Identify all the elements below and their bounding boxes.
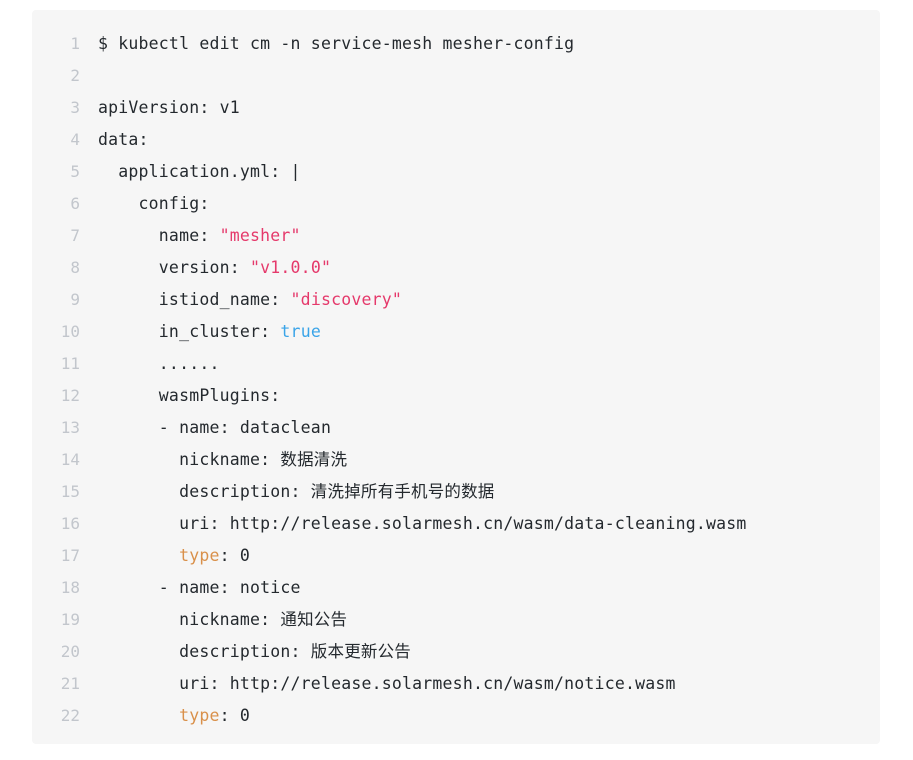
line-number: 6 [70, 194, 80, 213]
code-line-content[interactable]: wasmPlugins: [98, 380, 880, 412]
code-line-content[interactable]: config: [98, 188, 880, 220]
code-line-content[interactable]: apiVersion: v1 [98, 92, 880, 124]
code-line[interactable]: 3 apiVersion: v1 [32, 92, 880, 124]
code-line[interactable]: 2 [32, 60, 880, 92]
line-number: 13 [60, 418, 80, 437]
code-line-content[interactable]: istiod_name: "discovery" [98, 284, 880, 316]
code-token-plain [98, 546, 179, 565]
code-line-content[interactable]: description: 版本更新公告 [98, 636, 880, 668]
code-line[interactable]: 9 istiod_name: "discovery" [32, 284, 880, 316]
code-token-plain: apiVersion: v1 [98, 98, 240, 117]
code-token-plain: name: [98, 226, 220, 245]
line-number: 4 [70, 130, 80, 149]
line-number: 8 [70, 258, 80, 277]
code-line-content[interactable]: nickname: 数据清洗 [98, 444, 880, 476]
code-line-content[interactable]: - name: notice [98, 572, 880, 604]
code-token-plain: config: [98, 194, 210, 213]
code-token-plain: application.yml: | [98, 162, 301, 181]
line-number: 19 [60, 610, 80, 629]
line-number: 22 [60, 706, 80, 725]
code-token-plain: istiod_name: [98, 290, 291, 309]
code-line-content[interactable]: - name: dataclean [98, 412, 880, 444]
line-number: 16 [60, 514, 80, 533]
code-token-plain: : 0 [219, 546, 251, 565]
code-line[interactable]: 13 - name: dataclean [32, 412, 880, 444]
line-number: 1 [70, 34, 80, 53]
code-line[interactable]: 5 application.yml: | [32, 156, 880, 188]
code-line[interactable]: 11 ...... [32, 348, 880, 380]
code-token-plain: wasmPlugins: [98, 386, 281, 405]
code-token-plain: nickname: 通知公告 [98, 610, 348, 629]
line-number: 14 [60, 450, 80, 469]
code-line-content[interactable]: description: 清洗掉所有手机号的数据 [98, 476, 880, 508]
code-line[interactable]: 17 type: 0 [32, 540, 880, 572]
code-token-plain: $ kubectl edit cm -n service-mesh mesher… [98, 34, 575, 53]
line-number: 17 [60, 546, 80, 565]
line-number: 9 [70, 290, 80, 309]
code-line[interactable]: 12 wasmPlugins: [32, 380, 880, 412]
code-line-content[interactable]: uri: http://release.solarmesh.cn/wasm/da… [98, 508, 880, 540]
code-line[interactable]: 14 nickname: 数据清洗 [32, 444, 880, 476]
code-line[interactable]: 15 description: 清洗掉所有手机号的数据 [32, 476, 880, 508]
line-number: 2 [70, 66, 80, 85]
line-number: 15 [60, 482, 80, 501]
code-line-content[interactable]: application.yml: | [98, 156, 880, 188]
code-token-plain: description: 清洗掉所有手机号的数据 [98, 482, 495, 501]
code-token-key_highlight: type [179, 546, 220, 565]
code-line[interactable]: 4 data: [32, 124, 880, 156]
code-token-plain: : 0 [219, 706, 251, 725]
code-token-plain: ...... [98, 354, 220, 373]
code-line[interactable]: 22 type: 0 [32, 700, 880, 732]
code-line[interactable]: 19 nickname: 通知公告 [32, 604, 880, 636]
code-token-plain: - name: notice [98, 578, 301, 597]
code-line-content[interactable]: version: "v1.0.0" [98, 252, 880, 284]
code-token-boolean: true [280, 322, 321, 341]
line-number: 11 [60, 354, 80, 373]
line-number: 18 [60, 578, 80, 597]
code-line-content[interactable]: type: 0 [98, 700, 880, 732]
code-line[interactable]: 7 name: "mesher" [32, 220, 880, 252]
code-token-plain: uri: http://release.solarmesh.cn/wasm/da… [98, 514, 747, 533]
code-line[interactable]: 21 uri: http://release.solarmesh.cn/wasm… [32, 668, 880, 700]
code-token-plain [98, 706, 179, 725]
code-token-plain: description: 版本更新公告 [98, 642, 412, 661]
code-line[interactable]: 6 config: [32, 188, 880, 220]
code-line-content[interactable]: name: "mesher" [98, 220, 880, 252]
code-token-string: "mesher" [219, 226, 301, 245]
line-number: 21 [60, 674, 80, 693]
code-token-string: "discovery" [290, 290, 403, 309]
line-number: 12 [60, 386, 80, 405]
code-token-plain: - name: dataclean [98, 418, 332, 437]
code-line-content[interactable]: $ kubectl edit cm -n service-mesh mesher… [98, 28, 880, 60]
code-line-content[interactable]: type: 0 [98, 540, 880, 572]
code-token-plain: version: [98, 258, 251, 277]
line-number: 20 [60, 642, 80, 661]
code-token-plain: data: [98, 130, 149, 149]
code-line[interactable]: 18 - name: notice [32, 572, 880, 604]
code-line[interactable]: 1 $ kubectl edit cm -n service-mesh meshe… [32, 28, 880, 60]
code-block-card: 1 $ kubectl edit cm -n service-mesh meshe… [32, 10, 880, 744]
code-token-plain: uri: http://release.solarmesh.cn/wasm/no… [98, 674, 676, 693]
line-number: 7 [70, 226, 80, 245]
code-token-string: "v1.0.0" [250, 258, 332, 277]
code-line[interactable]: 16 uri: http://release.solarmesh.cn/wasm… [32, 508, 880, 540]
code-token-plain: in_cluster: [98, 322, 281, 341]
code-line-content[interactable]: nickname: 通知公告 [98, 604, 880, 636]
code-token-key_highlight: type [179, 706, 220, 725]
line-number: 5 [70, 162, 80, 181]
code-line-content[interactable]: uri: http://release.solarmesh.cn/wasm/no… [98, 668, 880, 700]
code-line-content[interactable]: data: [98, 124, 880, 156]
code-line[interactable]: 20 description: 版本更新公告 [32, 636, 880, 668]
line-number: 10 [60, 322, 80, 341]
line-number: 3 [70, 98, 80, 117]
code-line-content[interactable]: in_cluster: true [98, 316, 880, 348]
code-line-list[interactable]: 1 $ kubectl edit cm -n service-mesh meshe… [32, 28, 880, 732]
code-line-content[interactable]: ...... [98, 348, 880, 380]
code-line[interactable]: 10 in_cluster: true [32, 316, 880, 348]
code-line[interactable]: 8 version: "v1.0.0" [32, 252, 880, 284]
code-token-plain: nickname: 数据清洗 [98, 450, 348, 469]
